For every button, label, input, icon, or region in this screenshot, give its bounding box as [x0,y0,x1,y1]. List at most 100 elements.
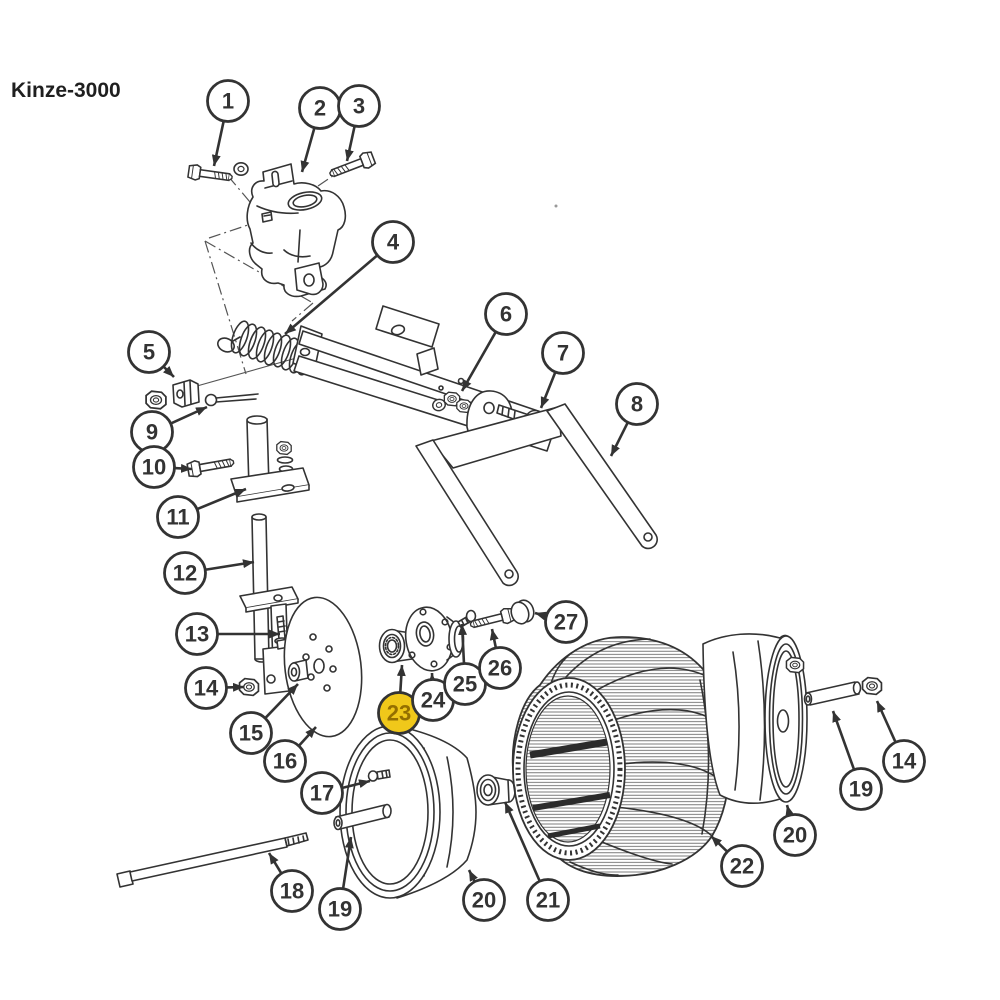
callout-arrow-19-bottom [341,836,354,889]
part-tire-22 [511,636,731,877]
part-bolt-26 [468,606,516,633]
part-right-wheel-half [702,633,883,804]
callout-circle-19-right[interactable] [839,767,883,811]
callout-circle-22[interactable] [720,844,764,888]
part-cotter-pin [215,393,259,403]
callout-arrow-20-bottom [467,869,478,883]
callout-arrow-4 [284,254,379,335]
callout-10[interactable]: 10 [132,445,193,489]
callout-7[interactable]: 7 [539,331,585,409]
callout-number-3: 3 [353,94,365,119]
callout-arrow-18 [267,852,283,875]
callout-number-8: 8 [631,392,643,417]
part-valve-17 [367,770,379,782]
callout-circle-21[interactable] [526,878,570,922]
callout-14-right[interactable]: 14 [875,700,926,783]
callout-arrow-27 [534,611,547,621]
callout-circle-13[interactable] [175,612,219,656]
callout-circle-17[interactable] [300,771,344,815]
part-bolt-1 [186,163,234,186]
callout-number-9: 9 [146,420,158,445]
callout-1[interactable]: 1 [206,79,250,167]
callout-number-15: 15 [239,721,263,746]
callout-19-bottom[interactable]: 19 [318,836,362,931]
callout-arrow-16 [297,726,317,747]
callout-13[interactable]: 13 [175,612,281,656]
callout-number-22: 22 [730,854,754,879]
callout-circle-8[interactable] [615,382,659,426]
callout-circle-14-left[interactable] [184,666,228,710]
callout-number-12: 12 [173,561,197,586]
callout-circle-27[interactable] [544,600,588,644]
callout-2[interactable]: 2 [298,86,342,173]
callout-arrow-8 [609,421,629,457]
callout-circle-20-bottom[interactable] [462,878,506,922]
callout-arrow-12 [205,559,255,572]
callout-circle-19-bottom[interactable] [318,887,362,931]
callout-circle-16[interactable] [263,739,307,783]
callout-20-right[interactable]: 20 [773,804,817,857]
callout-27[interactable]: 27 [534,600,588,644]
callout-circle-18[interactable] [270,869,314,913]
callout-arrow-2 [300,127,316,173]
callout-circle-6[interactable] [484,292,528,336]
callout-circle-1[interactable] [206,79,250,123]
callout-11[interactable]: 11 [156,487,247,539]
callout-19-right[interactable]: 19 [831,710,883,811]
callout-6[interactable]: 6 [460,292,528,392]
callout-arrow-19-right [831,710,856,771]
callout-circle-14-right[interactable] [882,739,926,783]
callout-8[interactable]: 8 [609,382,659,457]
callout-25[interactable]: 25 [443,623,487,706]
callout-circle-11[interactable] [156,495,200,539]
callout-circle-15[interactable] [229,711,273,755]
callout-18[interactable]: 18 [267,852,314,913]
callout-4[interactable]: 4 [284,220,415,335]
callout-number-7: 7 [557,341,569,366]
callout-circle-3[interactable] [337,84,381,128]
callout-circle-10[interactable] [132,445,176,489]
callout-16[interactable]: 16 [263,726,317,783]
part-slotted-block [172,379,200,408]
callout-5[interactable]: 5 [127,330,175,378]
callout-arrow-22 [710,835,729,853]
callout-arrow-17 [341,779,371,790]
part-left-wheel-half [116,725,477,899]
callout-21[interactable]: 21 [503,801,570,922]
callout-circle-26[interactable] [478,646,522,690]
callout-number-14-left: 14 [194,676,219,701]
callout-circle-5[interactable] [127,330,171,374]
callout-23[interactable]: 23 [377,664,421,735]
callout-22[interactable]: 22 [710,835,764,888]
speck [554,204,558,208]
callout-20-bottom[interactable]: 20 [462,869,506,922]
callout-12[interactable]: 12 [163,551,255,595]
callout-9[interactable]: 9 [130,405,208,454]
callout-circle-4[interactable] [371,220,415,264]
callout-number-17: 17 [310,781,334,806]
rear-arm-8 [546,403,658,550]
callout-circle-20-right[interactable] [773,813,817,857]
callout-15[interactable]: 15 [229,683,299,755]
casting-slot [271,170,280,188]
callout-17[interactable]: 17 [300,771,371,815]
callout-number-21: 21 [536,888,560,913]
page-title: Kinze-3000 [11,79,121,102]
part-dust-cap-27 [510,601,530,625]
callout-arrow-10 [174,463,193,473]
callout-circle-7[interactable] [541,331,585,375]
callout-number-25: 25 [453,672,477,697]
tire-inner-cavity [525,695,611,843]
callout-26[interactable]: 26 [478,628,522,690]
callout-3[interactable]: 3 [337,84,381,162]
callout-arrow-14-right [875,700,897,743]
callout-number-18: 18 [280,879,304,904]
callout-24[interactable]: 24 [411,672,455,722]
callout-circle-12[interactable] [163,551,207,595]
callout-arrow-20-right [785,804,795,817]
part-bearing-21 [476,774,516,806]
callout-14-left[interactable]: 14 [184,666,245,710]
part-nut-5 [145,390,167,410]
